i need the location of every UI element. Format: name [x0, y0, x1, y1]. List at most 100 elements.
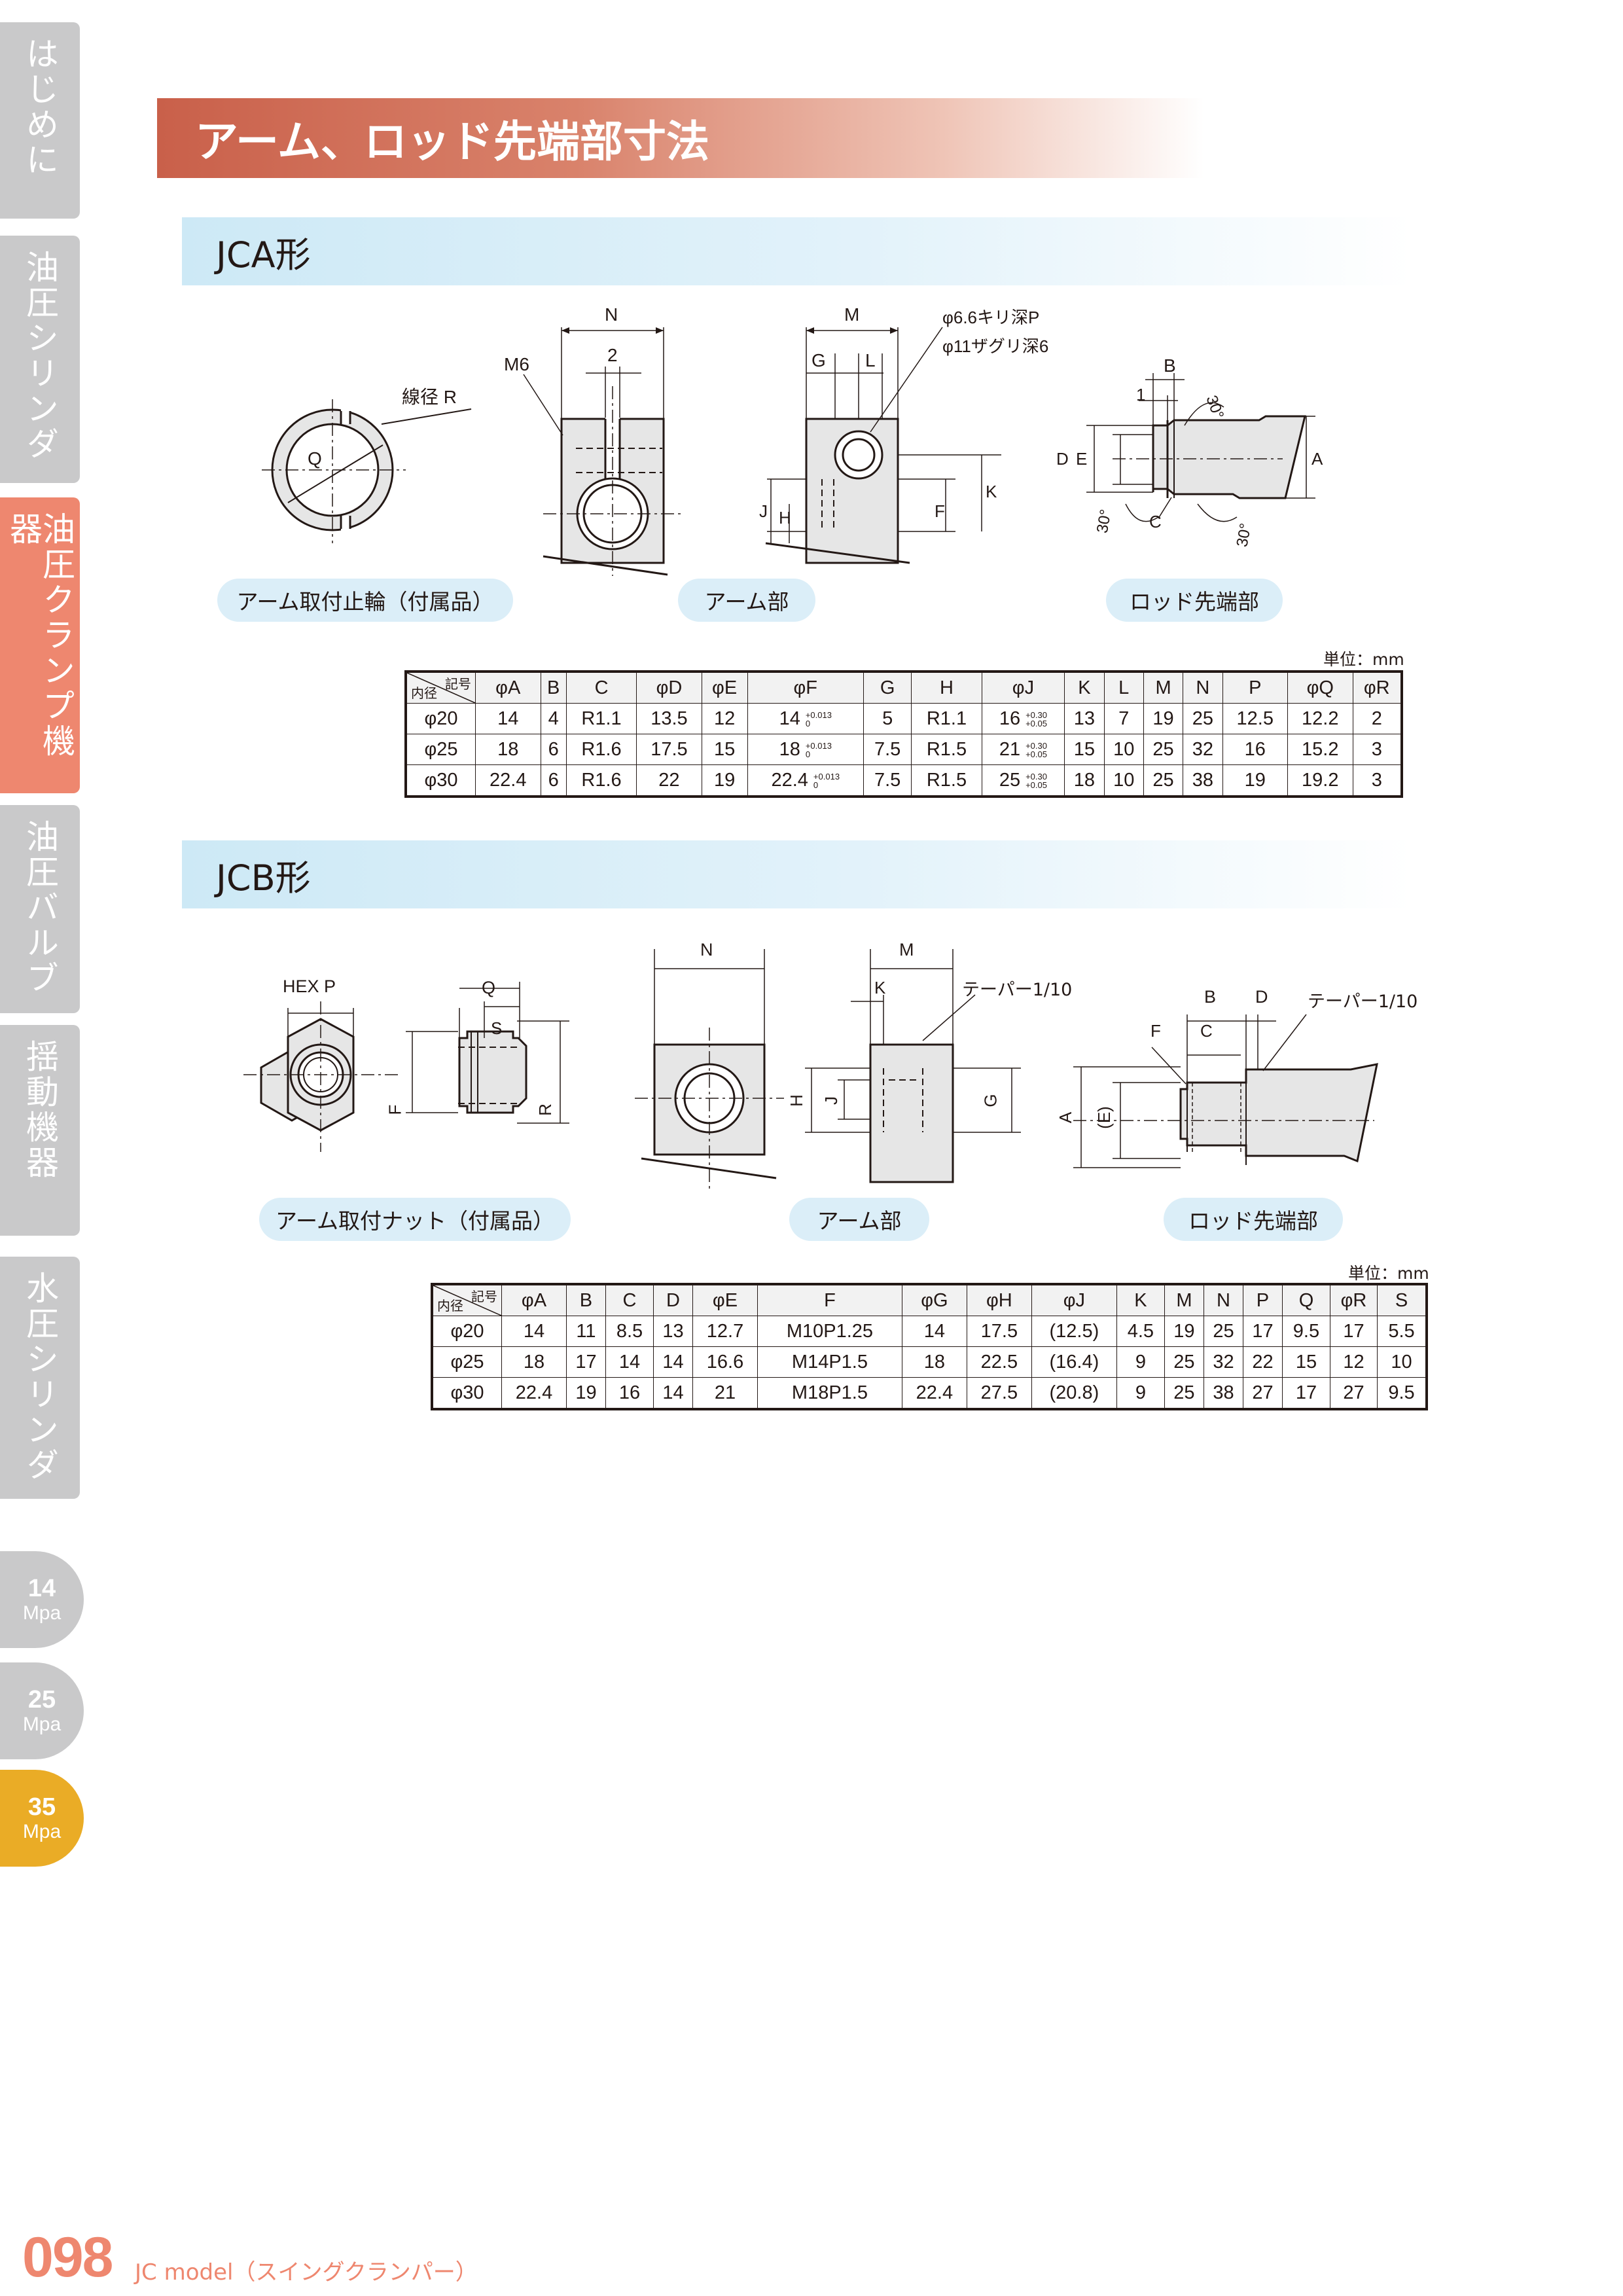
cell: 4 [540, 703, 567, 734]
tol-upper: +0.013 [805, 740, 832, 751]
cell-value: 18 [779, 738, 800, 760]
cell: 14 [501, 1316, 567, 1347]
sidebar-tab-hydraulic-cylinder[interactable]: 油圧シリンダ [0, 236, 80, 483]
col-header: φF [747, 670, 864, 704]
cell: 14 [652, 1346, 694, 1378]
jcb-h-label: H [786, 1094, 806, 1107]
col-header: φA [475, 670, 541, 704]
tol-upper: +0.30 [1026, 771, 1047, 781]
cell-value: 25 [999, 769, 1021, 791]
cell: 12.2 [1287, 703, 1353, 734]
cell: R1.1 [911, 703, 982, 734]
table-row: φ30 22.4 19 16 14 21 M18P1.5 22.4 27.5 (… [431, 1377, 1429, 1410]
cell: 7.5 [863, 764, 912, 798]
jca-dimension-table: 記号 内径 φA B C φD φE φF G H φJ K L M N P φ… [404, 670, 1403, 798]
cell: 14 [475, 703, 541, 734]
sidebar-tab-label: 油圧シリンダ [21, 250, 59, 462]
jca-ring-drawing [262, 399, 472, 543]
jca-two-label: 2 [607, 345, 618, 365]
table-header-row: 記号 内径 φA B C φD φE φF G H φJ K L M N P φ… [404, 670, 1403, 704]
col-header: φH [966, 1283, 1032, 1316]
cell: 19 [1222, 764, 1289, 798]
cell: 9.5 [1377, 1377, 1429, 1410]
tol-upper: +0.013 [805, 709, 832, 720]
jcb-hexp-label: HEX P [283, 977, 336, 996]
tol-lower: 0 [805, 749, 811, 759]
cell: 17 [1242, 1316, 1283, 1347]
cell: 19 [1164, 1316, 1204, 1347]
sidebar-tab-hydraulic-clamp[interactable]: 油圧クランプ機器 [0, 497, 80, 793]
jca-arm-front-drawing [765, 327, 1001, 564]
cell: 18 [501, 1346, 567, 1378]
col-header: G [863, 670, 912, 704]
cell: 10 [1103, 734, 1144, 765]
cell: 18 [475, 734, 541, 765]
sidebar-tab-label: 水圧シリンダ [21, 1271, 59, 1483]
tolerance: +0.30+0.05 [1026, 711, 1047, 728]
cell: 9.5 [1281, 1316, 1330, 1347]
sidebar-tab-intro[interactable]: はじめに [0, 22, 80, 219]
sidebar-tab-rotary[interactable]: 揺動機器 [0, 1025, 80, 1236]
jcb-n-label: N [700, 940, 713, 960]
cell: 25 [1143, 764, 1184, 798]
pressure-unit: Mpa [22, 1821, 62, 1843]
cell: 17 [565, 1346, 606, 1378]
jcb-g-label: G [980, 1094, 1001, 1107]
cell-j: 25+0.30+0.05 [981, 764, 1065, 798]
cell: R1.5 [911, 764, 982, 798]
cell: 21 [692, 1377, 758, 1410]
col-header: φJ [1031, 1283, 1117, 1316]
sidebar-tab-hydraulic-valve[interactable]: 油圧バルブ [0, 805, 80, 1013]
col-header: F [757, 1283, 902, 1316]
col-header: φR [1352, 670, 1403, 704]
row-size: φ30 [431, 1377, 502, 1410]
jca-b-label: B [1164, 355, 1176, 376]
cell: 19 [1143, 703, 1184, 734]
corner-row: 内径 [411, 687, 437, 701]
cell: 14 [605, 1346, 654, 1378]
jca-angle-left: 30° [1094, 508, 1115, 534]
cell-j: 21+0.30+0.05 [981, 734, 1065, 765]
jcb-taper-label-rod: テーパー1/10 [1308, 992, 1418, 1012]
table-header-row: 記号 内径 φA B C D φE F φG φH φJ K M N P Q φ… [431, 1283, 1429, 1316]
tol-upper: +0.013 [813, 771, 840, 781]
cell: 12 [701, 703, 748, 734]
cell: 27.5 [966, 1377, 1032, 1410]
jca-one-label: 1 [1136, 385, 1145, 404]
cell: 12.7 [692, 1316, 758, 1347]
row-size: φ30 [404, 764, 476, 798]
jcb-a-label: A [1056, 1111, 1076, 1124]
tol-lower: 0 [813, 780, 819, 790]
cell: 32 [1203, 1346, 1243, 1378]
cell: 17 [1329, 1316, 1378, 1347]
col-header: φA [501, 1283, 567, 1316]
jca-n-label: N [605, 304, 618, 325]
cell: 9 [1116, 1377, 1165, 1410]
col-header: φD [636, 670, 702, 704]
jcb-r-label: R [535, 1103, 555, 1116]
col-header: L [1103, 670, 1144, 704]
jcb-dimension-table: 記号 内径 φA B C D φE F φG φH φJ K M N P Q φ… [431, 1283, 1429, 1410]
sidebar-tab-water-cylinder[interactable]: 水圧シリンダ [0, 1257, 80, 1499]
col-header: S [1377, 1283, 1429, 1316]
cell: 18 [1064, 764, 1105, 798]
jca-l-label: L [865, 350, 876, 370]
cell: 7 [1103, 703, 1144, 734]
col-header: C [565, 670, 637, 704]
cell: 11 [565, 1316, 606, 1347]
cell: 13.5 [636, 703, 702, 734]
col-header: N [1183, 670, 1223, 704]
cell: 25 [1164, 1377, 1204, 1410]
jcb-m-label: M [899, 940, 914, 960]
col-header: M [1164, 1283, 1204, 1316]
col-header: N [1203, 1283, 1243, 1316]
jca-g-label: G [812, 350, 826, 370]
cell: R1.5 [911, 734, 982, 765]
jcb-e-label: (E) [1094, 1106, 1114, 1129]
